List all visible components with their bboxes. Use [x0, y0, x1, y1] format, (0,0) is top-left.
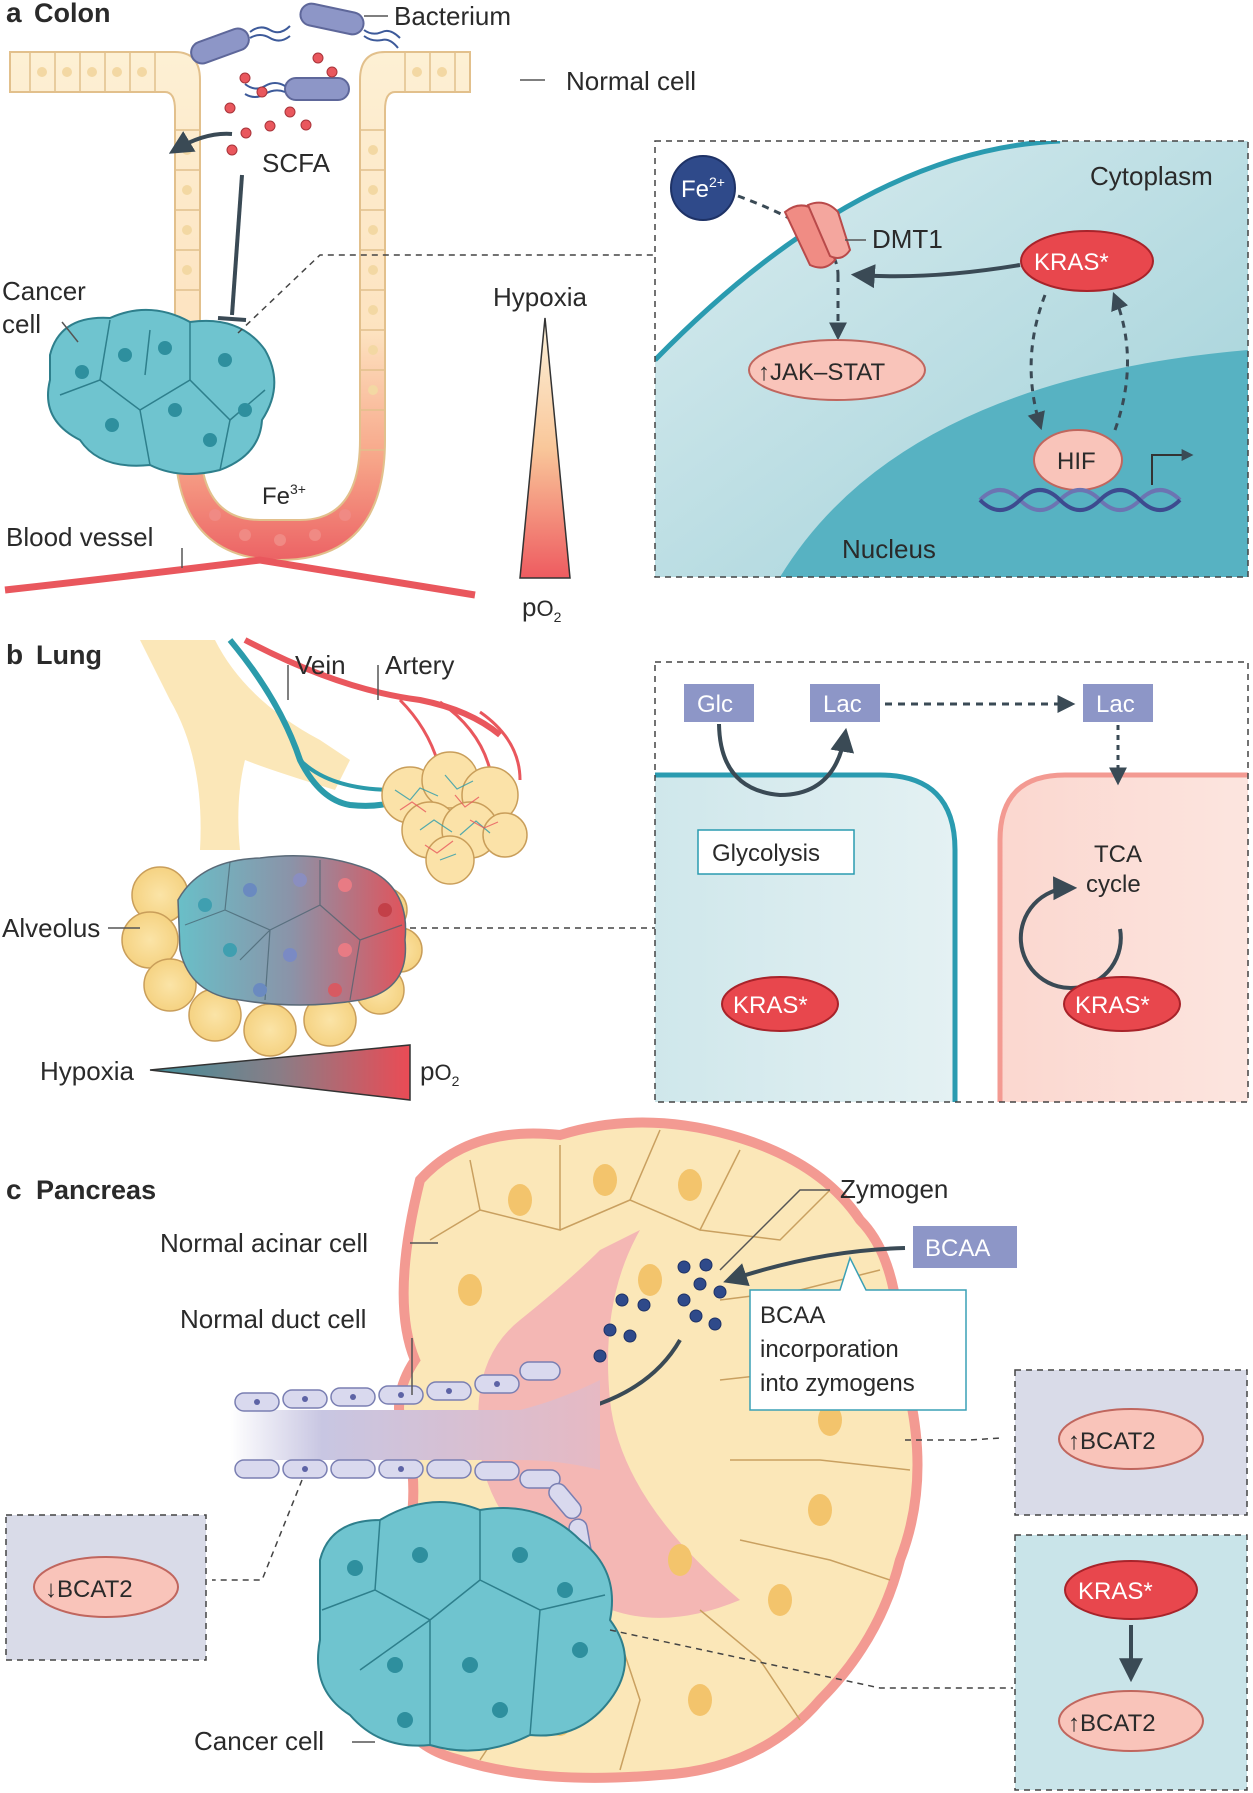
- kras-label-c: KRAS*: [1078, 1578, 1153, 1605]
- kras-pill-b-right: [1063, 976, 1181, 1032]
- panel-a: a Colon Blood vessel: [2, 0, 1249, 625]
- bacterium-1-icon: [190, 25, 291, 65]
- panel-b-letter: b: [6, 639, 23, 670]
- scfa-arrow: [168, 131, 233, 154]
- acinar-bcat2-pill: [1058, 1408, 1204, 1470]
- blood-vessel-label: Blood vessel: [6, 522, 153, 552]
- bcaa-incorporation-callout: [749, 1256, 967, 1411]
- scfa-dots: [224, 52, 338, 156]
- nucleus-region: [780, 350, 1248, 577]
- jak-stat-label: ↑JAK–STAT: [758, 359, 885, 386]
- hypoxia-gradient-b: [149, 1044, 411, 1101]
- callout-line3: into zymogens: [760, 1370, 915, 1397]
- tca-cycle-icon: [1018, 876, 1123, 990]
- artery-label: Artery: [385, 650, 454, 680]
- bcaa-box: [913, 1226, 1017, 1268]
- transcription-arrow-icon: [1151, 449, 1194, 485]
- lung-inset: Glc Lac Lac Glycolysis TCA cycle KRAS* K…: [654, 661, 1249, 1103]
- bronchus: [140, 640, 350, 850]
- duct-bcat2-label: ↓BCAT2: [45, 1576, 133, 1603]
- colon-inset-connector: [237, 254, 655, 334]
- lac-label-right: Lac: [1096, 691, 1135, 718]
- normal-duct-cell-label: Normal duct cell: [180, 1304, 366, 1334]
- kras-to-dmt1-arrow: [850, 263, 1021, 289]
- nucleus-label: Nucleus: [842, 534, 936, 564]
- blood-vessel: [4, 556, 476, 599]
- kras-pill-b-left: [721, 976, 839, 1032]
- fe2-icon: [670, 155, 736, 221]
- hypoxia-label-b: Hypoxia: [40, 1056, 134, 1086]
- panel-a-letter: a: [6, 0, 22, 28]
- cancer-cell-label-line1: Cancer: [2, 276, 86, 306]
- hypoxia-label-a: Hypoxia: [493, 282, 587, 312]
- hif-label: HIF: [1057, 448, 1096, 475]
- panel-c-title: Pancreas: [36, 1175, 156, 1205]
- po2-label-a: pO2: [522, 592, 562, 625]
- duct-bcat2-pill: [33, 1556, 179, 1618]
- colon-inset: Cytoplasm Nucleus Fe2+ DMT1 ↑JAK–STAT KR…: [654, 140, 1249, 578]
- alveolus-label: Alveolus: [2, 913, 100, 943]
- cancer-box-connector: [609, 1629, 1013, 1689]
- kras-pill-a: [1020, 230, 1154, 292]
- panel-b-title: Lung: [36, 640, 102, 670]
- dna-helix-icon: [978, 488, 1182, 512]
- bcaa-uptake-arrow: [723, 1246, 906, 1287]
- vein-label: Vein: [295, 650, 346, 680]
- bacteria: Bacterium: [190, 1, 511, 101]
- panel-a-title: Colon: [34, 0, 110, 28]
- lac-label-left: Lac: [823, 691, 862, 718]
- dmt1-transporter-icon: [783, 201, 852, 269]
- scfa-label: SCFA: [262, 148, 331, 178]
- lung-tumor-nuclei: [198, 873, 392, 997]
- glc-box: [684, 684, 754, 722]
- kras-label-b-left: KRAS*: [733, 992, 808, 1019]
- tca-label-line1: TCA: [1094, 841, 1142, 868]
- duct-box-connector: [212, 1479, 303, 1581]
- panel-b: b Lung Vein Artery: [2, 637, 1249, 1103]
- tca-label-line2: cycle: [1086, 871, 1141, 898]
- bacterium-label: Bacterium: [394, 1, 511, 31]
- bcaa-label: BCAA: [925, 1235, 990, 1262]
- po2-label-b: pO2: [420, 1056, 460, 1089]
- glycolysis-arrow: [717, 723, 855, 798]
- fe3-label: Fe3+: [262, 481, 306, 510]
- cancer-cell-label-line2: cell: [2, 309, 41, 339]
- callout-line1: BCAA: [760, 1302, 825, 1329]
- pancreatic-duct: [230, 1361, 600, 1560]
- glc-label: Glc: [697, 691, 733, 718]
- normal-acinar-cell-label: Normal acinar cell: [160, 1228, 368, 1258]
- alveolar-capillary-cluster: [381, 751, 528, 885]
- panel-c: c Pancreas Zymogen BCAA: [5, 1117, 1248, 1791]
- lung-tumor: [177, 854, 407, 1006]
- kras-pill-c: [1064, 1560, 1198, 1620]
- callout-line2: incorporation: [760, 1336, 899, 1363]
- kras-label-a: KRAS*: [1034, 249, 1109, 276]
- pancreas-cancer-cluster: [317, 1501, 626, 1752]
- lac-box-left: [810, 684, 880, 722]
- bacterium-2-icon: [299, 2, 401, 49]
- dmt1-label: DMT1: [872, 224, 943, 254]
- colon-crypt: [9, 51, 471, 562]
- zymogen-granules: [593, 1258, 727, 1363]
- panel-c-letter: c: [6, 1174, 22, 1205]
- glycolysis-box: [697, 829, 855, 875]
- cancer-bcat2-label: ↑BCAT2: [1068, 1710, 1156, 1737]
- fe2-label: Fe2+: [681, 174, 725, 203]
- cancer-cell-label-c: Cancer cell: [194, 1726, 324, 1756]
- acinar-bcat2-label: ↑BCAT2: [1068, 1428, 1156, 1455]
- cancer-bcat2-pill: [1058, 1690, 1204, 1752]
- scfa-inhibition: [230, 174, 244, 316]
- lung-tumor-cell-borders: [184, 860, 403, 1001]
- jak-stat-pill: [748, 339, 926, 401]
- hypoxia-gradient-a: [519, 317, 571, 579]
- cytoplasm-label: Cytoplasm: [1090, 161, 1213, 191]
- kras-label-b-right: KRAS*: [1075, 992, 1150, 1019]
- colon-cancer-cluster: [47, 309, 276, 475]
- normal-cell-label: Normal cell: [566, 66, 696, 96]
- glycolysis-label: Glycolysis: [712, 840, 820, 867]
- zymogen-label: Zymogen: [840, 1174, 948, 1204]
- lac-box-right: [1083, 684, 1153, 722]
